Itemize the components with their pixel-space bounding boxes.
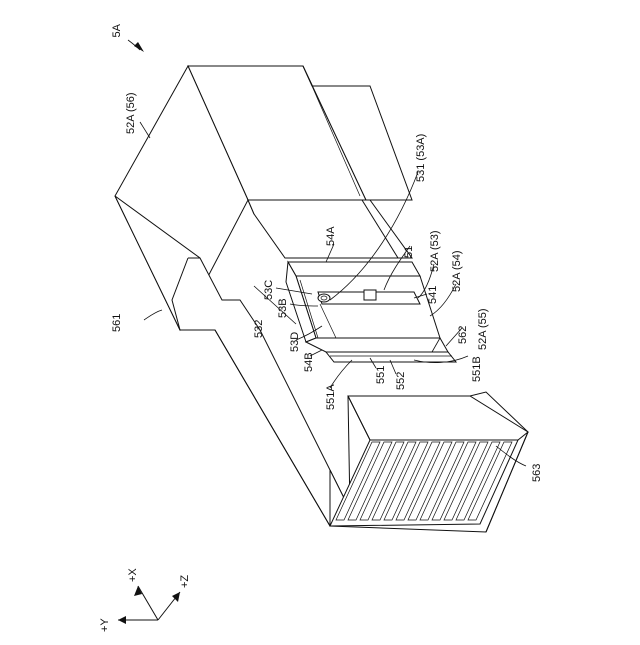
label-53b: 53B	[277, 298, 289, 318]
label-551b: 551B	[471, 356, 483, 382]
label-54b: 54B	[303, 352, 315, 372]
label-552: 552	[395, 372, 407, 390]
label-52a-54: 52A (54)	[451, 250, 463, 292]
label-fig-id: 5A	[111, 23, 123, 37]
label-563: 563	[531, 464, 543, 482]
label-52a-55: 52A (55)	[477, 308, 489, 350]
label-53c: 53C	[263, 280, 275, 300]
label-54a: 54A	[325, 226, 337, 246]
label-532: 532	[253, 320, 265, 338]
axis-indicator	[118, 586, 180, 624]
figure-arrow	[134, 42, 144, 52]
label-551a: 551A	[325, 384, 337, 410]
axis-label-z: +Z	[179, 575, 191, 588]
label-541: 541	[427, 286, 439, 304]
axis-label-x: +X	[127, 568, 139, 582]
label-51: 51	[403, 246, 415, 258]
axis-label-y: +Y	[99, 618, 111, 632]
label-561: 561	[111, 314, 123, 332]
label-531-53a: 531 (53A)	[415, 134, 427, 182]
label-53d: 53D	[289, 332, 301, 352]
label-52a-53: 52A (53)	[429, 230, 441, 272]
label-551: 551	[375, 366, 387, 384]
label-562: 562	[457, 326, 469, 344]
fin-block-563	[330, 392, 528, 532]
label-52a-56: 52A (56)	[125, 92, 137, 134]
